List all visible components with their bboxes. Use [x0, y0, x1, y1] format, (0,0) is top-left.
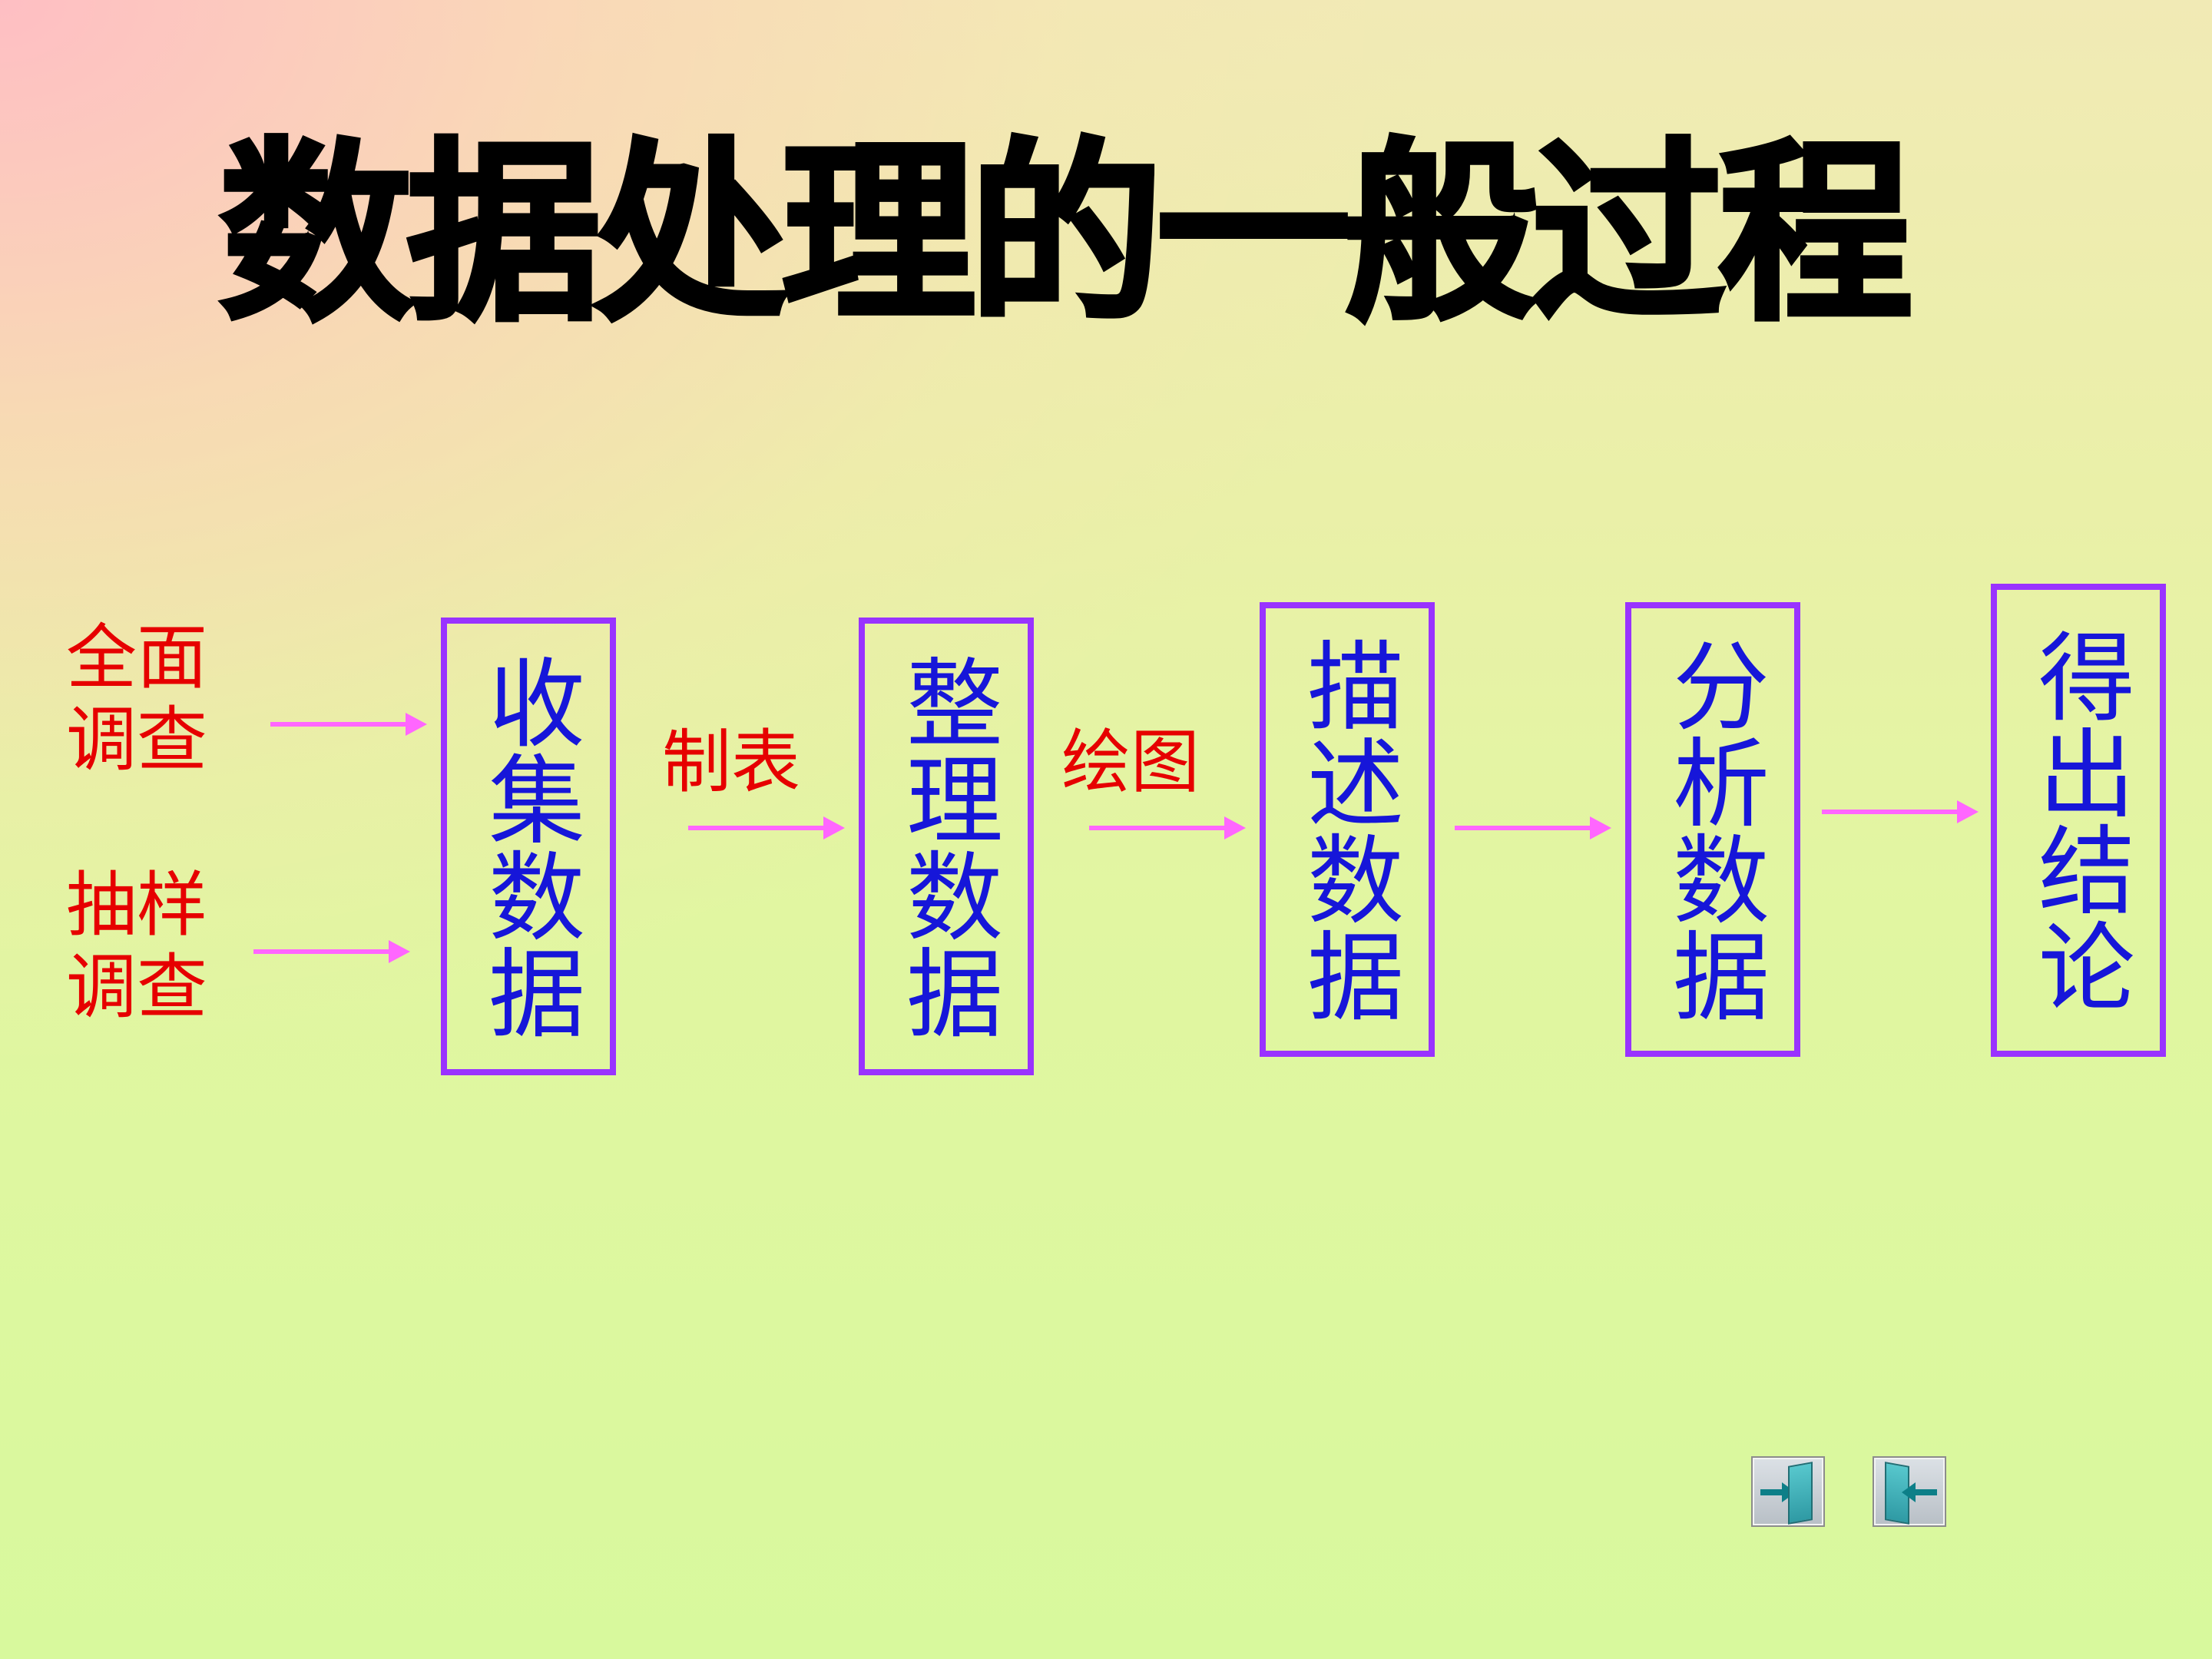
step-label-analyze-data: 分析数据 — [1657, 636, 1770, 1023]
door-enter-icon — [1788, 1462, 1813, 1525]
arrow-organize-to-describe — [1089, 816, 1246, 839]
previous-slide-button[interactable] — [1873, 1456, 1946, 1527]
step-box-describe-data: 描述数据 — [1260, 602, 1435, 1057]
arrow-right-icon — [1760, 1482, 1796, 1502]
step-box-collect-data: 收集数据 — [441, 618, 616, 1075]
step-label-draw-conclusion: 得出结论 — [2022, 627, 2135, 1014]
arrow-full-survey-to-collect — [270, 713, 427, 736]
draw-chart-label: 绘图 — [1061, 722, 1200, 803]
step-box-organize-data: 整理数据 — [859, 618, 1034, 1075]
sample-survey-label: 抽样 调查 — [66, 864, 208, 1028]
step-label-organize-data: 整理数据 — [890, 653, 1003, 1040]
arrow-analyze-to-conclude — [1822, 800, 1979, 823]
step-box-analyze-data: 分析数据 — [1625, 602, 1800, 1057]
slide-title: 数据处理的一般过程 — [217, 122, 1915, 347]
tabulate-label: 制表 — [662, 722, 800, 803]
arrow-describe-to-analyze — [1455, 816, 1611, 839]
next-slide-button[interactable] — [1751, 1456, 1825, 1527]
step-label-describe-data: 描述数据 — [1291, 636, 1404, 1023]
arrow-sample-survey-to-collect — [253, 940, 410, 963]
full-survey-label: 全面 调查 — [66, 617, 208, 781]
step-box-draw-conclusion: 得出结论 — [1991, 584, 2166, 1057]
arrow-left-icon — [1902, 1482, 1937, 1502]
arrow-collect-to-organize — [688, 816, 845, 839]
step-label-collect-data: 收集数据 — [472, 653, 585, 1040]
